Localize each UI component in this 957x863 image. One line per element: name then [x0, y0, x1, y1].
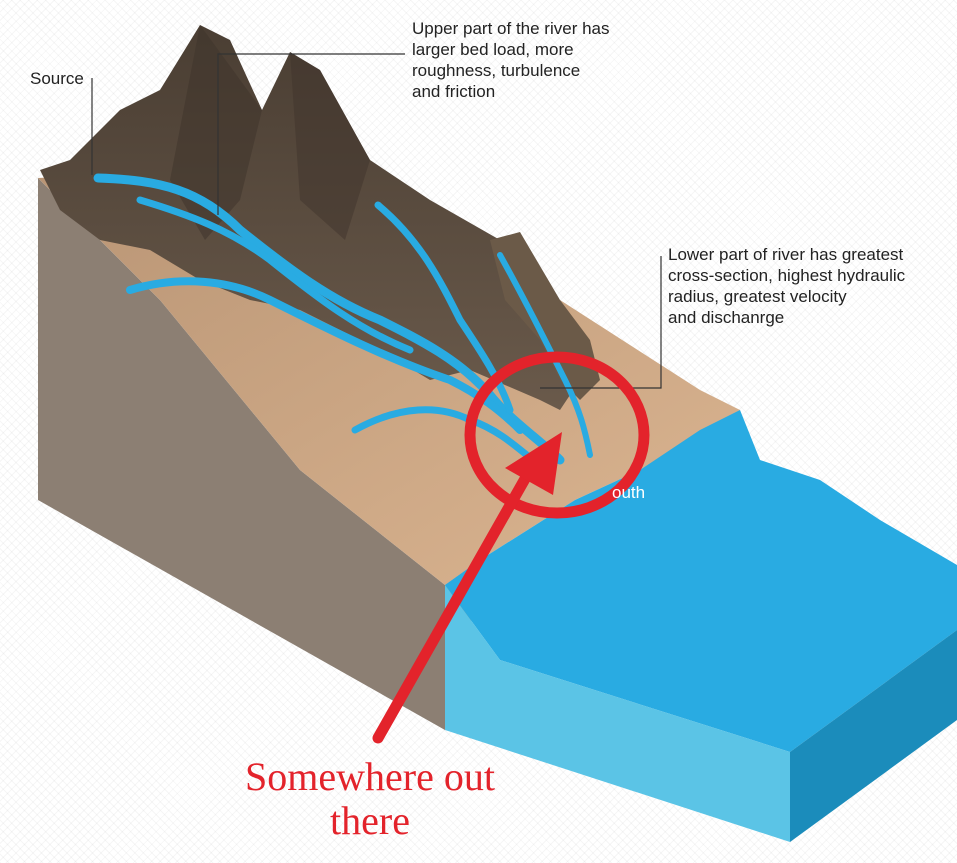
- lower-river-label-line: radius, greatest velocity: [668, 287, 847, 306]
- upper-river-label-line: roughness, turbulence: [412, 61, 581, 80]
- mountain-range: [40, 25, 580, 410]
- lower-river-label-line: Lower part of river has greatest: [668, 245, 904, 264]
- mountain-ridge-shade: [170, 25, 262, 240]
- mountain-ridge-shade-2: [290, 52, 370, 240]
- tributary-upper: [136, 196, 414, 354]
- sea-front-face: [790, 630, 957, 842]
- river-channels: [93, 173, 593, 474]
- callout-arrow-shaft: [372, 464, 536, 744]
- upper-leader-line: [217, 53, 405, 215]
- callout-text-line: Somewhere out: [245, 754, 495, 799]
- lower-leader-line: [540, 256, 662, 389]
- lower-river-label-line: and dischanrge: [668, 308, 785, 327]
- callout-text-line: there: [330, 798, 410, 843]
- leader-lines: [91, 53, 662, 389]
- lower-river-label: Lower part of river has greatest cross-s…: [668, 244, 957, 328]
- tributary-far-right: [497, 252, 593, 458]
- upper-river-label-line: Upper part of the river has: [412, 19, 610, 38]
- main-river: [93, 173, 565, 465]
- lower-river-label-line: cross-section, highest hydraulic: [668, 266, 906, 285]
- highlight-circle-marker: [464, 351, 650, 519]
- upper-river-label-line: larger bed load, more: [412, 40, 574, 59]
- callout-text: Somewhere out there: [160, 755, 580, 843]
- upper-river-label: Upper part of the river has larger bed l…: [412, 18, 672, 102]
- source-label: Source: [30, 69, 84, 88]
- land-side-face: [38, 178, 445, 730]
- upper-river-label-line: and friction: [412, 82, 496, 101]
- sea-surface: [445, 410, 957, 752]
- sea-left-face: [445, 585, 790, 842]
- callout-arrow-head: [505, 432, 562, 495]
- mouth-label: outh: [612, 483, 646, 502]
